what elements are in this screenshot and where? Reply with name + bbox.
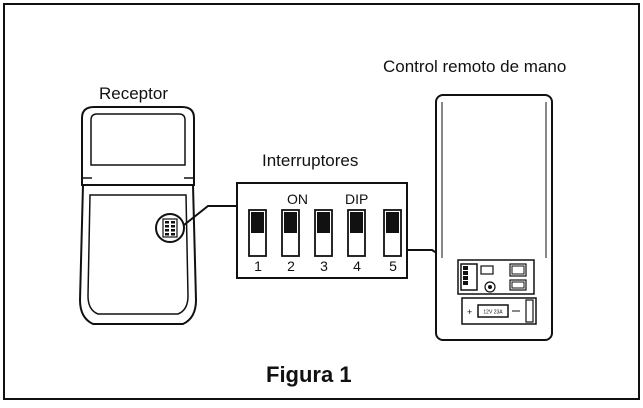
receptor-label: Receptor — [99, 84, 168, 103]
dip-switch-4 — [347, 209, 366, 257]
dip-switch-3 — [314, 209, 333, 257]
switches-label: Interruptores — [262, 151, 359, 170]
remote-label: Control remoto de mano — [383, 57, 567, 76]
diagram-border — [3, 3, 640, 400]
battery-label: 12V 23A — [483, 310, 503, 316]
svg-text:+: + — [467, 307, 472, 317]
figure-caption: Figura 1 — [266, 362, 352, 387]
switch-number-1: 1 — [254, 258, 262, 274]
switch-number-2: 2 — [287, 258, 295, 274]
remote-control-device: + 12V 23A — [435, 94, 553, 341]
dip-label: DIP — [345, 191, 369, 207]
dip-switch-block — [236, 182, 408, 279]
dip-switch-5 — [383, 209, 402, 257]
dip-switch-1 — [248, 209, 267, 257]
on-label: ON — [287, 191, 308, 207]
receiver-device — [78, 106, 198, 325]
switch-number-5: 5 — [389, 258, 397, 274]
receiver-dip-location — [155, 213, 185, 243]
receiver-leader-line — [183, 205, 238, 226]
switch-number-4: 4 — [353, 258, 361, 274]
switch-number-3: 3 — [320, 258, 328, 274]
dip-switch-2 — [281, 209, 300, 257]
